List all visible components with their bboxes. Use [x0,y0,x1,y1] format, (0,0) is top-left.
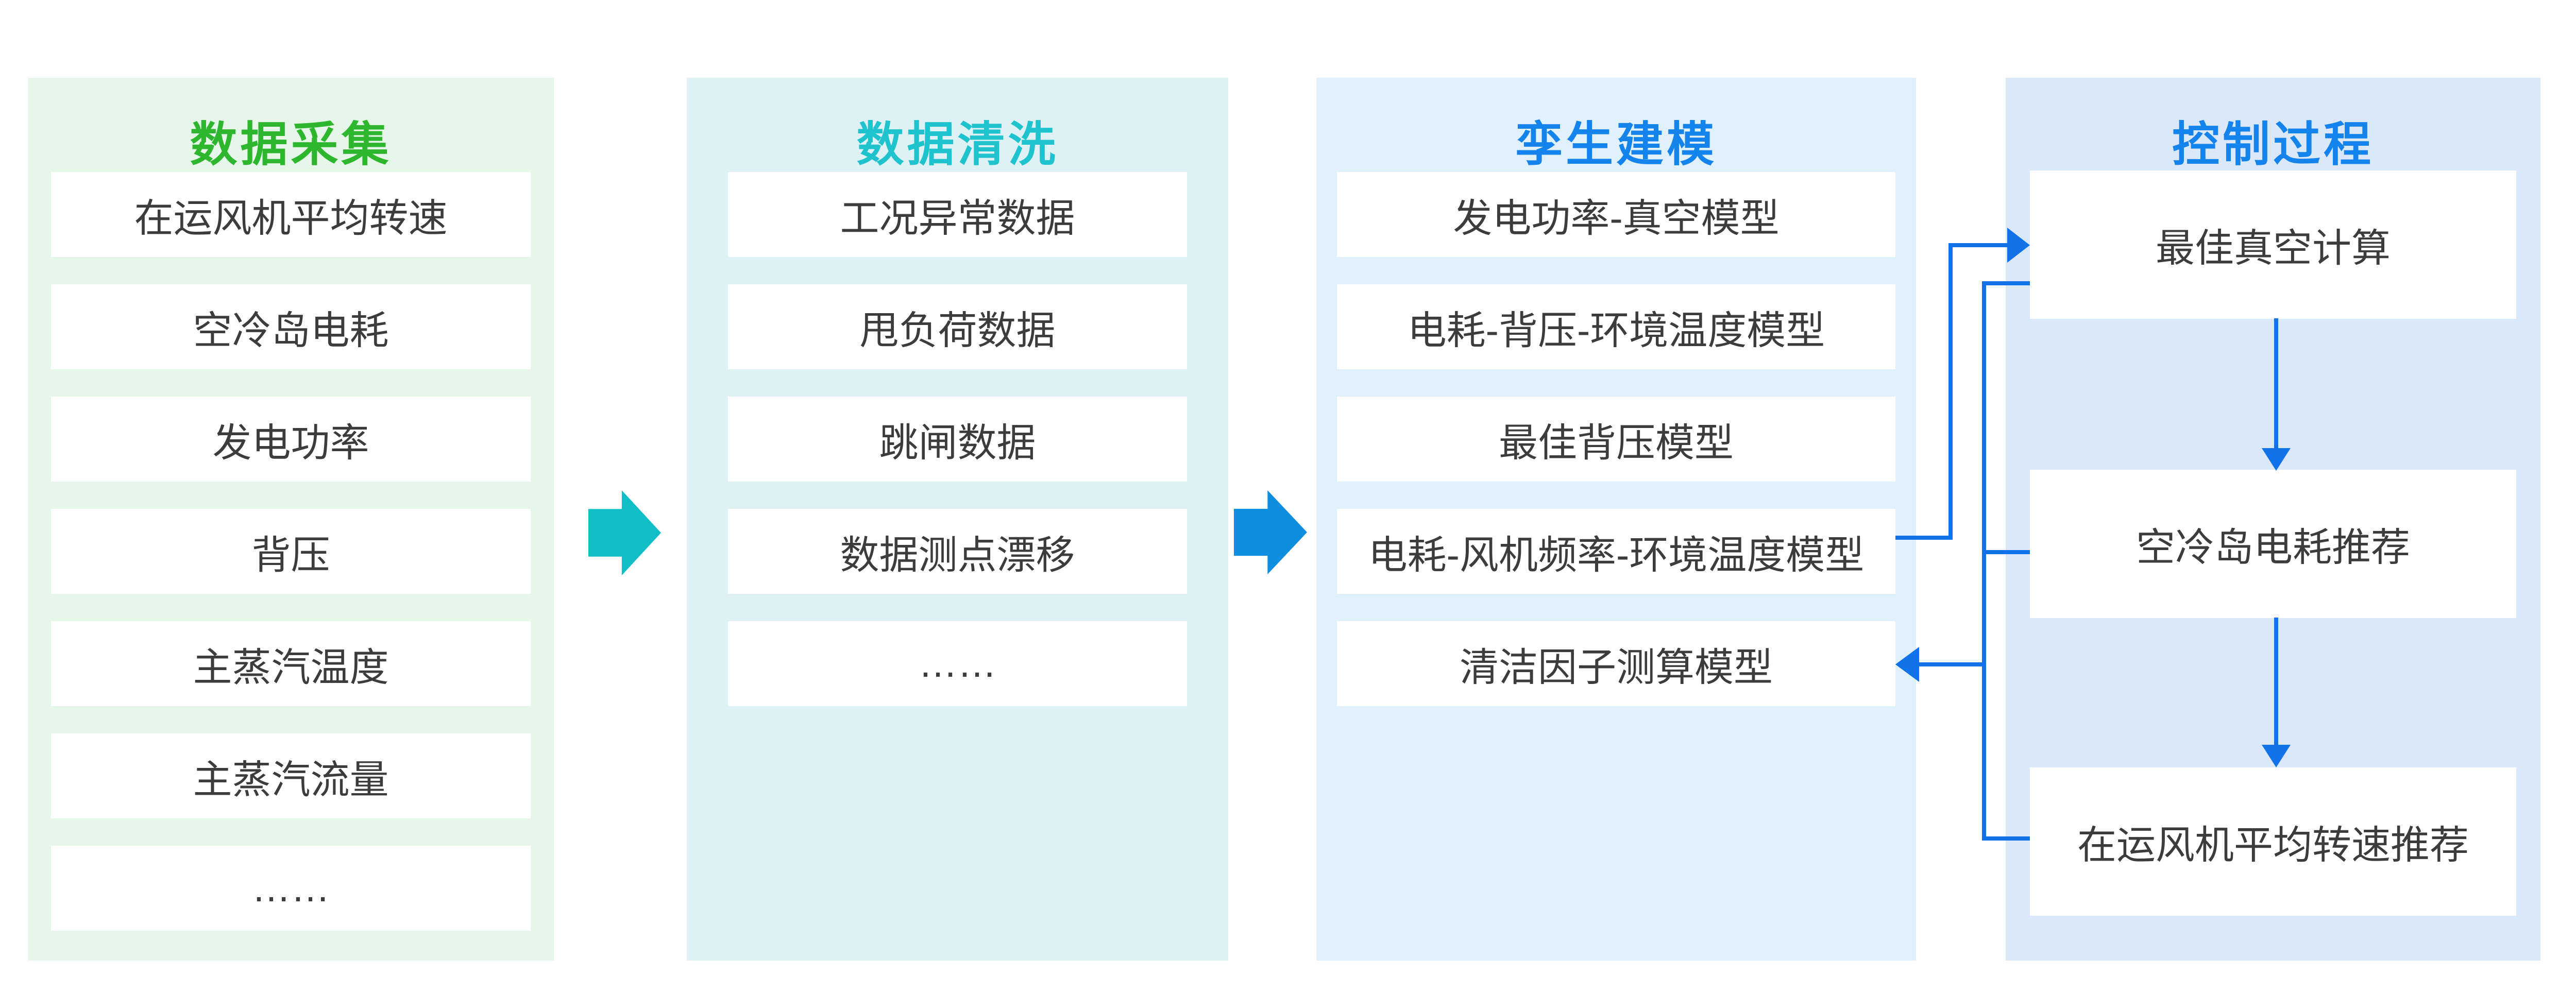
column-title-twin-modeling: 孪生建模 [1515,118,1717,171]
item-measuring-point-drift: 数据测点漂移 [728,509,1187,594]
item-back-pressure: 背压 [51,509,531,594]
column-data-cleaning: 数据清洗 工况异常数据 甩负荷数据 跳闸数据 数据测点漂移 …… [687,78,1228,961]
column-twin-modeling: 孪生建模 发电功率-真空模型 电耗-背压-环境温度模型 最佳背压模型 电耗-风机… [1316,78,1916,961]
conn-branch-to-fanspeed-stub [1982,836,2030,841]
conn-vacuum-branch-vertical [1982,281,1986,841]
conn-consumption-to-fanspeed-shaft [2274,618,2278,745]
conn-model-to-vacuum-segment-v [1948,243,1953,540]
item-collection-ellipsis: …… [51,846,531,931]
item-power-vacuum-model: 发电功率-真空模型 [1337,172,1895,257]
block-arrow-collect-to-clean [588,490,661,575]
item-generation-power: 发电功率 [51,397,531,482]
column-data-collection: 数据采集 在运风机平均转速 空冷岛电耗 发电功率 背压 主蒸汽温度 主蒸汽流量 … [28,78,554,961]
arrowhead-down-into-fanspeed-icon [2262,745,2291,767]
conn-model-to-vacuum-segment-h1 [1895,536,1953,540]
item-consumption-fanfreq-temp-model: 电耗-风机频率-环境温度模型 [1337,509,1895,594]
conn-branch-to-consumption-stub [1986,550,2030,554]
right-block-arrow-icon [588,490,661,575]
column-title-data-cleaning: 数据清洗 [856,118,1059,171]
column-title-control-process: 控制过程 [2172,118,2374,171]
item-main-steam-flow: 主蒸汽流量 [51,733,531,818]
item-consumption-backpressure-temp-model: 电耗-背压-环境温度模型 [1337,284,1895,369]
item-main-steam-temperature: 主蒸汽温度 [51,621,531,706]
item-trip-data: 跳闸数据 [728,397,1187,482]
conn-vacuum-branch-top-stub [1982,281,2030,285]
item-best-backpressure-model: 最佳背压模型 [1337,397,1895,482]
item-load-rejection-data: 甩负荷数据 [728,284,1187,369]
arrowhead-left-into-cleanliness-model-icon [1895,647,1919,682]
conn-branch-to-cleanliness-shaft [1917,662,1986,666]
arrowhead-down-into-consumption-icon [2262,448,2291,471]
item-aci-power-consumption: 空冷岛电耗 [51,284,531,369]
arrowhead-right-into-best-vacuum-icon [2007,228,2030,263]
item-aci-consumption-recommendation: 空冷岛电耗推荐 [2030,470,2516,618]
column-title-data-collection: 数据采集 [190,118,392,171]
column-control-process: 控制过程 最佳真空计算 空冷岛电耗推荐 在运风机平均转速推荐 [2006,78,2540,961]
conn-vacuum-to-consumption-shaft [2274,318,2278,450]
conn-model-to-vacuum-segment-h2 [1948,243,2008,247]
item-fan-avg-speed: 在运风机平均转速 [51,172,531,257]
block-arrow-clean-to-model [1234,490,1307,574]
item-cleanliness-factor-model: 清洁因子测算模型 [1337,621,1895,706]
item-abnormal-condition-data: 工况异常数据 [728,172,1187,257]
right-block-arrow-icon [1234,490,1307,574]
item-best-vacuum-calculation: 最佳真空计算 [2030,170,2516,319]
item-cleaning-ellipsis: …… [728,621,1187,706]
item-fan-speed-recommendation: 在运风机平均转速推荐 [2030,767,2516,916]
